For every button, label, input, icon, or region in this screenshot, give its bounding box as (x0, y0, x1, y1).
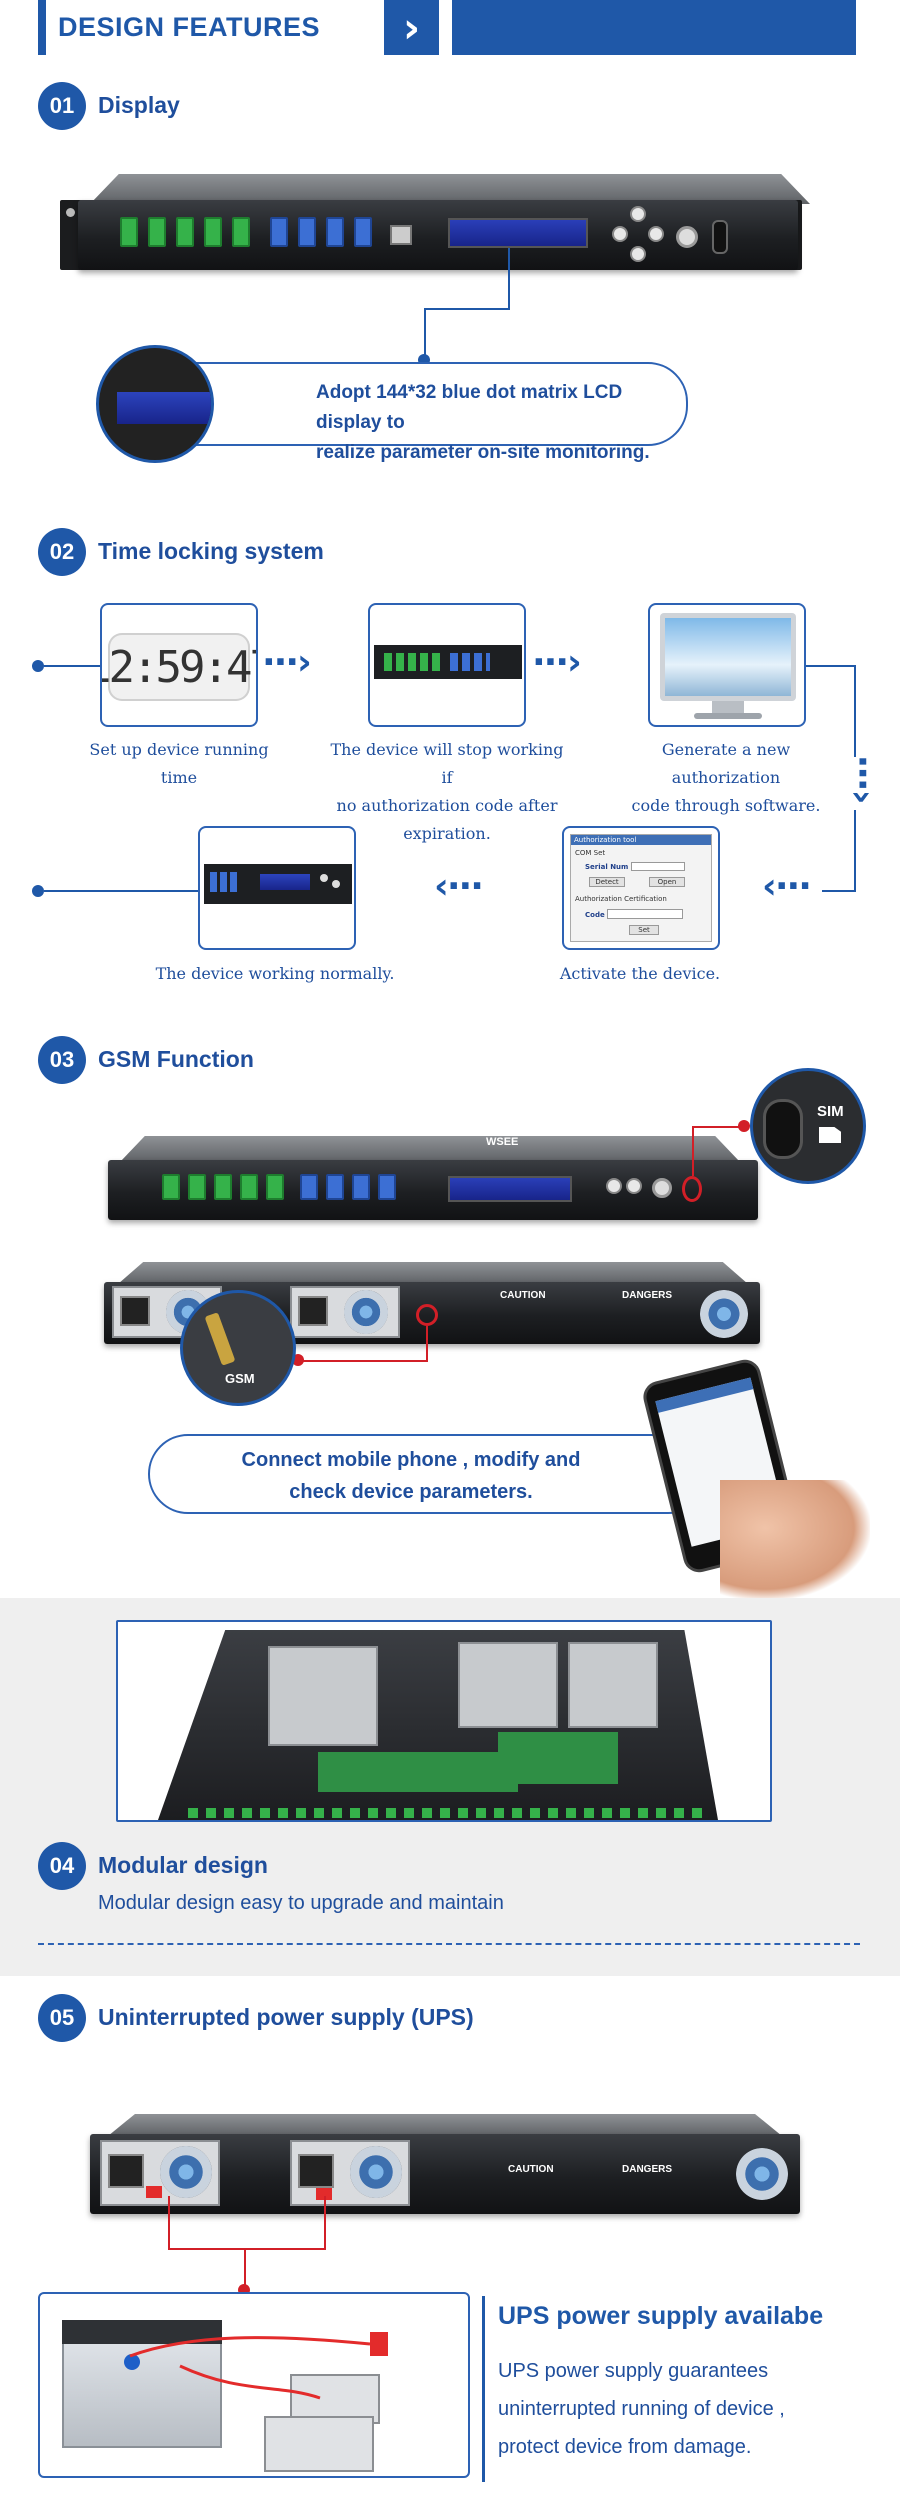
arrow-right-icon: ···› (532, 642, 582, 683)
section-number-04: 04 (38, 1842, 86, 1890)
detect-button[interactable]: Detect (589, 877, 625, 887)
gsm-zoom-circle: GSM (180, 1290, 296, 1406)
phone-callout-line1: Connect mobile phone , modify and (241, 1449, 581, 1471)
set-button[interactable]: Set (629, 925, 659, 935)
clock-frame: 12:59:47 (100, 603, 258, 727)
phone-callout: Connect mobile phone , modify and check … (148, 1434, 708, 1514)
arrow-left-icon: ‹··· (434, 866, 484, 907)
ups-text-accent (482, 2296, 485, 2482)
arrow-right-icon: ···› (262, 642, 312, 683)
header-title: DESIGN FEATURES (58, 12, 321, 42)
ups-wires (129, 2336, 371, 2400)
section-number-01: 01 (38, 82, 86, 130)
hand-image (720, 1480, 870, 1600)
sim-label: SIM (817, 1103, 844, 1120)
lcd-callout-line1: Adopt 144*32 blue dot matrix LCD display… (316, 382, 623, 433)
lcd-zoom-circle (96, 345, 214, 463)
ups-image-frame (38, 2292, 470, 2478)
step3-caption: Generate a new authorization code throug… (631, 740, 821, 815)
device-working-frame (198, 826, 356, 950)
fan-icon (160, 2146, 212, 2198)
header-fill-bar (452, 0, 856, 55)
step4-caption: Activate the device. (559, 964, 721, 983)
section-number-05: 05 (38, 1994, 86, 2042)
sim-slot-highlight (682, 1176, 702, 1202)
monitor-frame (648, 603, 806, 727)
gsm-label: GSM (225, 1371, 255, 1386)
code-input[interactable] (607, 909, 683, 919)
modular-image-frame (116, 1620, 772, 1822)
ups-description: UPS power supply guarantees uninterrupte… (498, 2360, 785, 2458)
section-title-time-locking: Time locking system (98, 538, 324, 564)
fan-icon (350, 2146, 402, 2198)
serial-select[interactable] (631, 862, 685, 871)
section-title-display: Display (98, 92, 180, 118)
section-title-gsm: GSM Function (98, 1046, 254, 1072)
dashed-divider (38, 1943, 860, 1945)
section-number-02: 02 (38, 528, 86, 576)
auth-dialog: Authorization tool COM Set Serial Num De… (570, 834, 712, 942)
lcd-display (448, 218, 588, 248)
monitor-icon (660, 613, 796, 701)
auth-dialog-frame: Authorization tool COM Set Serial Num De… (562, 826, 720, 950)
open-button[interactable]: Open (649, 877, 685, 887)
section-title-ups: Uninterrupted power supply (UPS) (98, 2004, 474, 2030)
lcd-callout-line2: realize parameter on-site monitoring. (316, 442, 650, 463)
gsm-antenna-highlight (416, 1304, 438, 1326)
section-number-03: 03 (38, 1036, 86, 1084)
arrow-left-icon: ‹··· (762, 866, 812, 907)
step2-caption: The device will stop working if no autho… (330, 740, 564, 843)
caution-label: CAUTION (500, 1290, 546, 1301)
step1-caption: Set up device running time (89, 740, 269, 787)
dangers-label: DANGERS (622, 2164, 673, 2175)
phone-callout-line2: check device parameters. (289, 1481, 533, 1503)
step5-caption: The device working normally. (155, 964, 395, 983)
dangers-label: DANGERS (622, 1290, 673, 1301)
device-stopped-frame (368, 603, 526, 727)
arrow-down-icon: ···› (841, 754, 883, 803)
sim-icon (819, 1127, 841, 1143)
brand-logo: WSEE (486, 1136, 519, 1148)
header-accent (38, 0, 46, 55)
fan-icon (344, 1290, 388, 1334)
ups-box-title: UPS power supply availabe (498, 2302, 824, 2330)
caution-label: CAUTION (508, 2164, 554, 2175)
fan-icon (736, 2148, 788, 2200)
section-title-modular: Modular design (98, 1852, 268, 1878)
section-subtitle-modular: Modular design easy to upgrade and maint… (98, 1892, 504, 1914)
chevron-right-icon: › (384, 0, 439, 55)
sim-zoom-circle: SIM (750, 1068, 866, 1184)
battery-icon (62, 2320, 222, 2448)
clock-icon: 12:59:47 (102, 633, 256, 701)
fan-icon (700, 1290, 748, 1338)
